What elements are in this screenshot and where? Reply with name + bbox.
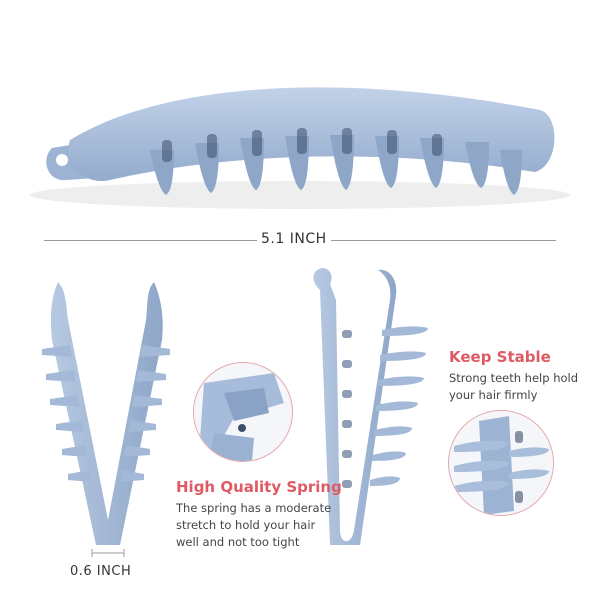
- spring-feature-description: The spring has a moderate stretch to hol…: [176, 500, 356, 551]
- teeth-detail-circle: [448, 410, 554, 516]
- spring-detail-circle: [193, 362, 293, 462]
- stable-feature-description: Strong teeth help hold your hair firmly: [449, 370, 594, 404]
- hair-clip-icon: [30, 87, 570, 209]
- spring-hinge-icon: [194, 363, 292, 461]
- spring-feature-title: High Quality Spring: [176, 478, 342, 496]
- hair-clip-side-view: [313, 268, 428, 545]
- hair-clip-front-view: [42, 282, 170, 545]
- spring-feature-line: stretch to hold your hair: [176, 518, 316, 532]
- length-label: 5.1 INCH: [257, 231, 331, 247]
- stable-feature-line: your hair firmly: [449, 388, 538, 402]
- spring-feature-line: The spring has a moderate: [176, 501, 332, 515]
- stable-feature-line: Strong teeth help hold: [449, 371, 579, 385]
- width-label: 0.6 INCH: [66, 564, 136, 579]
- clip-teeth-icon: [449, 411, 553, 515]
- spring-feature-line: well and not too tight: [176, 535, 300, 549]
- stable-feature-title: Keep Stable: [449, 348, 551, 366]
